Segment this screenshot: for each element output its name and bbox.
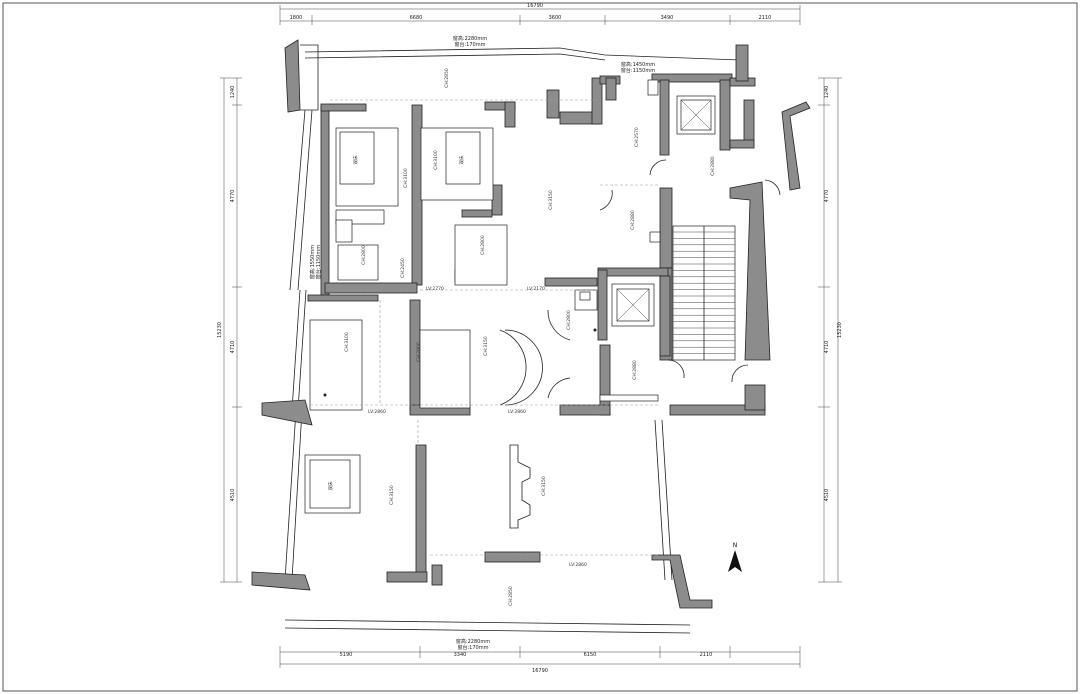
room-label-bed3: 双床 (327, 481, 334, 490)
note-bottom-window-height: 窗高:2280mm (456, 638, 490, 645)
note-ne-window-sill: 窗台:1150mm (621, 67, 655, 74)
note-top-window-height: 窗高:2280mm (453, 35, 487, 42)
ceiling-label-bed2: CH:3100 (433, 150, 439, 170)
ceiling-label-ne2: CH:2880 (630, 210, 636, 230)
dim-left-total: 15230 (217, 322, 223, 338)
dim-bottom-1: 5190 (340, 652, 353, 658)
dim-right-total: 15230 (837, 322, 843, 338)
dim-right-4: 4510 (824, 489, 830, 502)
ceiling-label-h1: CH:2450 (400, 258, 406, 278)
ceiling-label-lift: CH:2880 (710, 156, 716, 176)
ceiling-labels: CH:2850 CH:3100 CH:3100 CH:3150 CH:2570 … (344, 68, 716, 606)
ceiling-label-living: CH:3150 (541, 476, 547, 496)
facade (284, 39, 741, 634)
ceiling-label-mid2: CH:3150 (483, 336, 489, 356)
ceiling-label-top: CH:2850 (444, 68, 450, 88)
dim-right-3: 4710 (824, 341, 830, 354)
dim-bottom-3: 6150 (584, 652, 597, 658)
ceiling-dashes (305, 99, 660, 560)
ceiling-label-bath2: CH:2800 (480, 235, 486, 255)
room-label-bed2: 双床 (458, 155, 465, 164)
dim-top-4: 3490 (661, 15, 674, 21)
dim-left-2: 4770 (230, 190, 236, 203)
level-label-1: LV:2770 (426, 286, 444, 292)
fixtures (323, 244, 597, 397)
dim-bottom-4: 2110 (700, 652, 713, 658)
walls (251, 44, 811, 609)
ceiling-label-bed1: CH:3100 (403, 168, 409, 188)
ceiling-label-ne: CH:2570 (634, 127, 640, 147)
bottom-dimension-chain: 5190 3340 6150 2110 16790 (279, 646, 801, 674)
ceiling-label-h2: LV:2860 (508, 409, 526, 415)
ceiling-label-bed3: CH:3150 (389, 485, 395, 505)
dim-top-3: 3600 (549, 15, 562, 21)
ceiling-label-corridor: CH:3150 (548, 190, 554, 210)
right-dimension-chain: 1240 4770 4710 4510 15230 (818, 77, 843, 583)
note-bottom-window-sill: 窗台:170mm (458, 644, 489, 651)
note-west-window-sill: 窗台:1150mm (315, 245, 322, 279)
ceiling-label-lift2: CH:2880 (632, 360, 638, 380)
staircase (672, 225, 736, 361)
dim-bottom-total: 16790 (532, 668, 548, 674)
dim-top-2: 6680 (410, 15, 423, 21)
north-arrow-icon: N (728, 542, 742, 572)
dim-left-4: 4510 (230, 489, 236, 502)
partitions (304, 79, 781, 514)
room-label-bed1: 双床 (352, 155, 359, 164)
dim-left-3: 4710 (230, 341, 236, 354)
dim-right-2: 4770 (824, 190, 830, 203)
ceiling-label-bottom: CH:2850 (508, 586, 514, 606)
level-label-4: LV:2860 (569, 562, 587, 568)
left-dimension-chain: 1240 4770 4710 4510 15230 (217, 77, 242, 583)
bed-icons (309, 131, 481, 509)
ceiling-label-wc: CH:2800 (566, 310, 572, 330)
dim-top-5: 2110 (759, 15, 772, 21)
north-label: N (733, 542, 738, 549)
note-top-window-sill: 窗台:170mm (455, 41, 486, 48)
elevator-north (676, 95, 716, 135)
level-label-2: LV:2170 (527, 286, 545, 292)
dim-top-total: 16790 (527, 3, 543, 9)
dim-right-1: 1240 (824, 86, 830, 99)
note-west-window-height: 窗高:1550mm (309, 245, 316, 279)
dim-left-1: 1240 (230, 86, 236, 99)
window-notes: 窗高:2280mm 窗台:170mm 窗高:1450mm 窗台:1150mm 窗… (309, 35, 655, 651)
dim-top-1: 1800 (290, 15, 303, 21)
elevator-south (611, 283, 655, 327)
ceiling-label-wc2: CH:2800 (416, 342, 422, 362)
level-label-3: LV:2860 (368, 409, 386, 415)
top-dimension-chain: 16790 1800 6680 3600 3490 2110 (279, 3, 801, 25)
note-ne-window-height: 窗高:1450mm (621, 61, 655, 68)
ceiling-label-mid1: CH:3100 (344, 332, 350, 352)
room-labels: 双床 双床 双床 (327, 155, 465, 490)
ceiling-label-bath1: CH:2800 (361, 245, 367, 265)
dim-bottom-2: 3340 (454, 652, 467, 658)
